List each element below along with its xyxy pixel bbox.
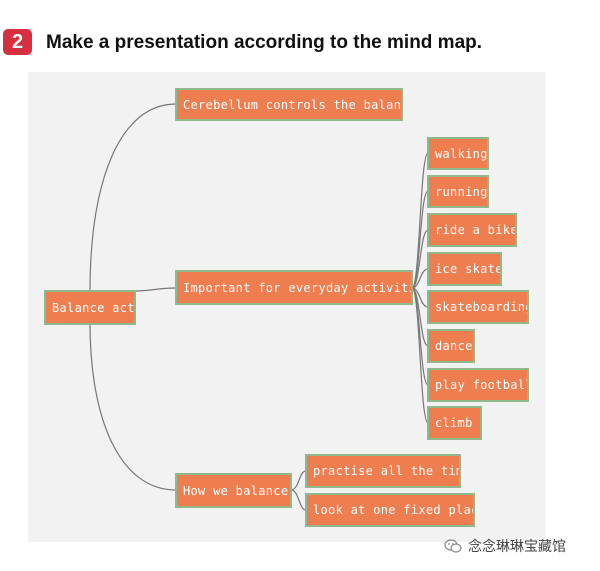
connector-root-to-important: [135, 287, 177, 292]
root-node: Balance act: [44, 290, 136, 325]
branch-node-everyday-activities: Important for everyday activities: [175, 270, 413, 305]
leaf-node-practise-all-the-time: practise all the time: [305, 454, 461, 488]
connector-root-to-cerebellum: [89, 103, 177, 293]
instruction-heading: Make a presentation according to the min…: [46, 32, 483, 53]
connector-to-ice-skate: [411, 268, 429, 289]
branch-node-cerebellum: Cerebellum controls the balance.: [175, 88, 403, 121]
leaf-node-walking: walking: [427, 137, 489, 170]
connector-to-ride-a-bike: [411, 229, 429, 289]
leaf-node-dance: dance: [427, 329, 475, 363]
connector-root-to-how: [89, 322, 177, 491]
connector-to-practise: [290, 470, 307, 491]
leaf-node-skateboarding: skateboarding: [427, 290, 529, 324]
leaf-node-climb: climb: [427, 406, 482, 440]
leaf-node-play-football: play football: [427, 368, 529, 402]
leaf-node-ride-a-bike: ride a bike: [427, 213, 517, 247]
connector-to-walking: [411, 152, 429, 289]
leaf-node-ice-skate: ice skate: [427, 252, 502, 286]
connector-to-look: [290, 489, 307, 511]
leaf-node-look-at-one-fixed-place: look at one fixed place: [305, 493, 475, 527]
watermark-text: 念念琳琳宝藏馆: [468, 538, 566, 554]
connector-to-climb: [411, 287, 429, 424]
wechat-icon: [444, 539, 462, 553]
connector-to-running: [411, 190, 429, 289]
watermark: 念念琳琳宝藏馆: [444, 536, 566, 556]
question-number-badge: 2: [3, 29, 32, 55]
connector-to-play-football: [411, 287, 429, 386]
question-number: 2: [11, 30, 24, 53]
branch-node-how-we-balance: How we balance: [175, 473, 292, 508]
leaf-node-running: running: [427, 175, 489, 208]
